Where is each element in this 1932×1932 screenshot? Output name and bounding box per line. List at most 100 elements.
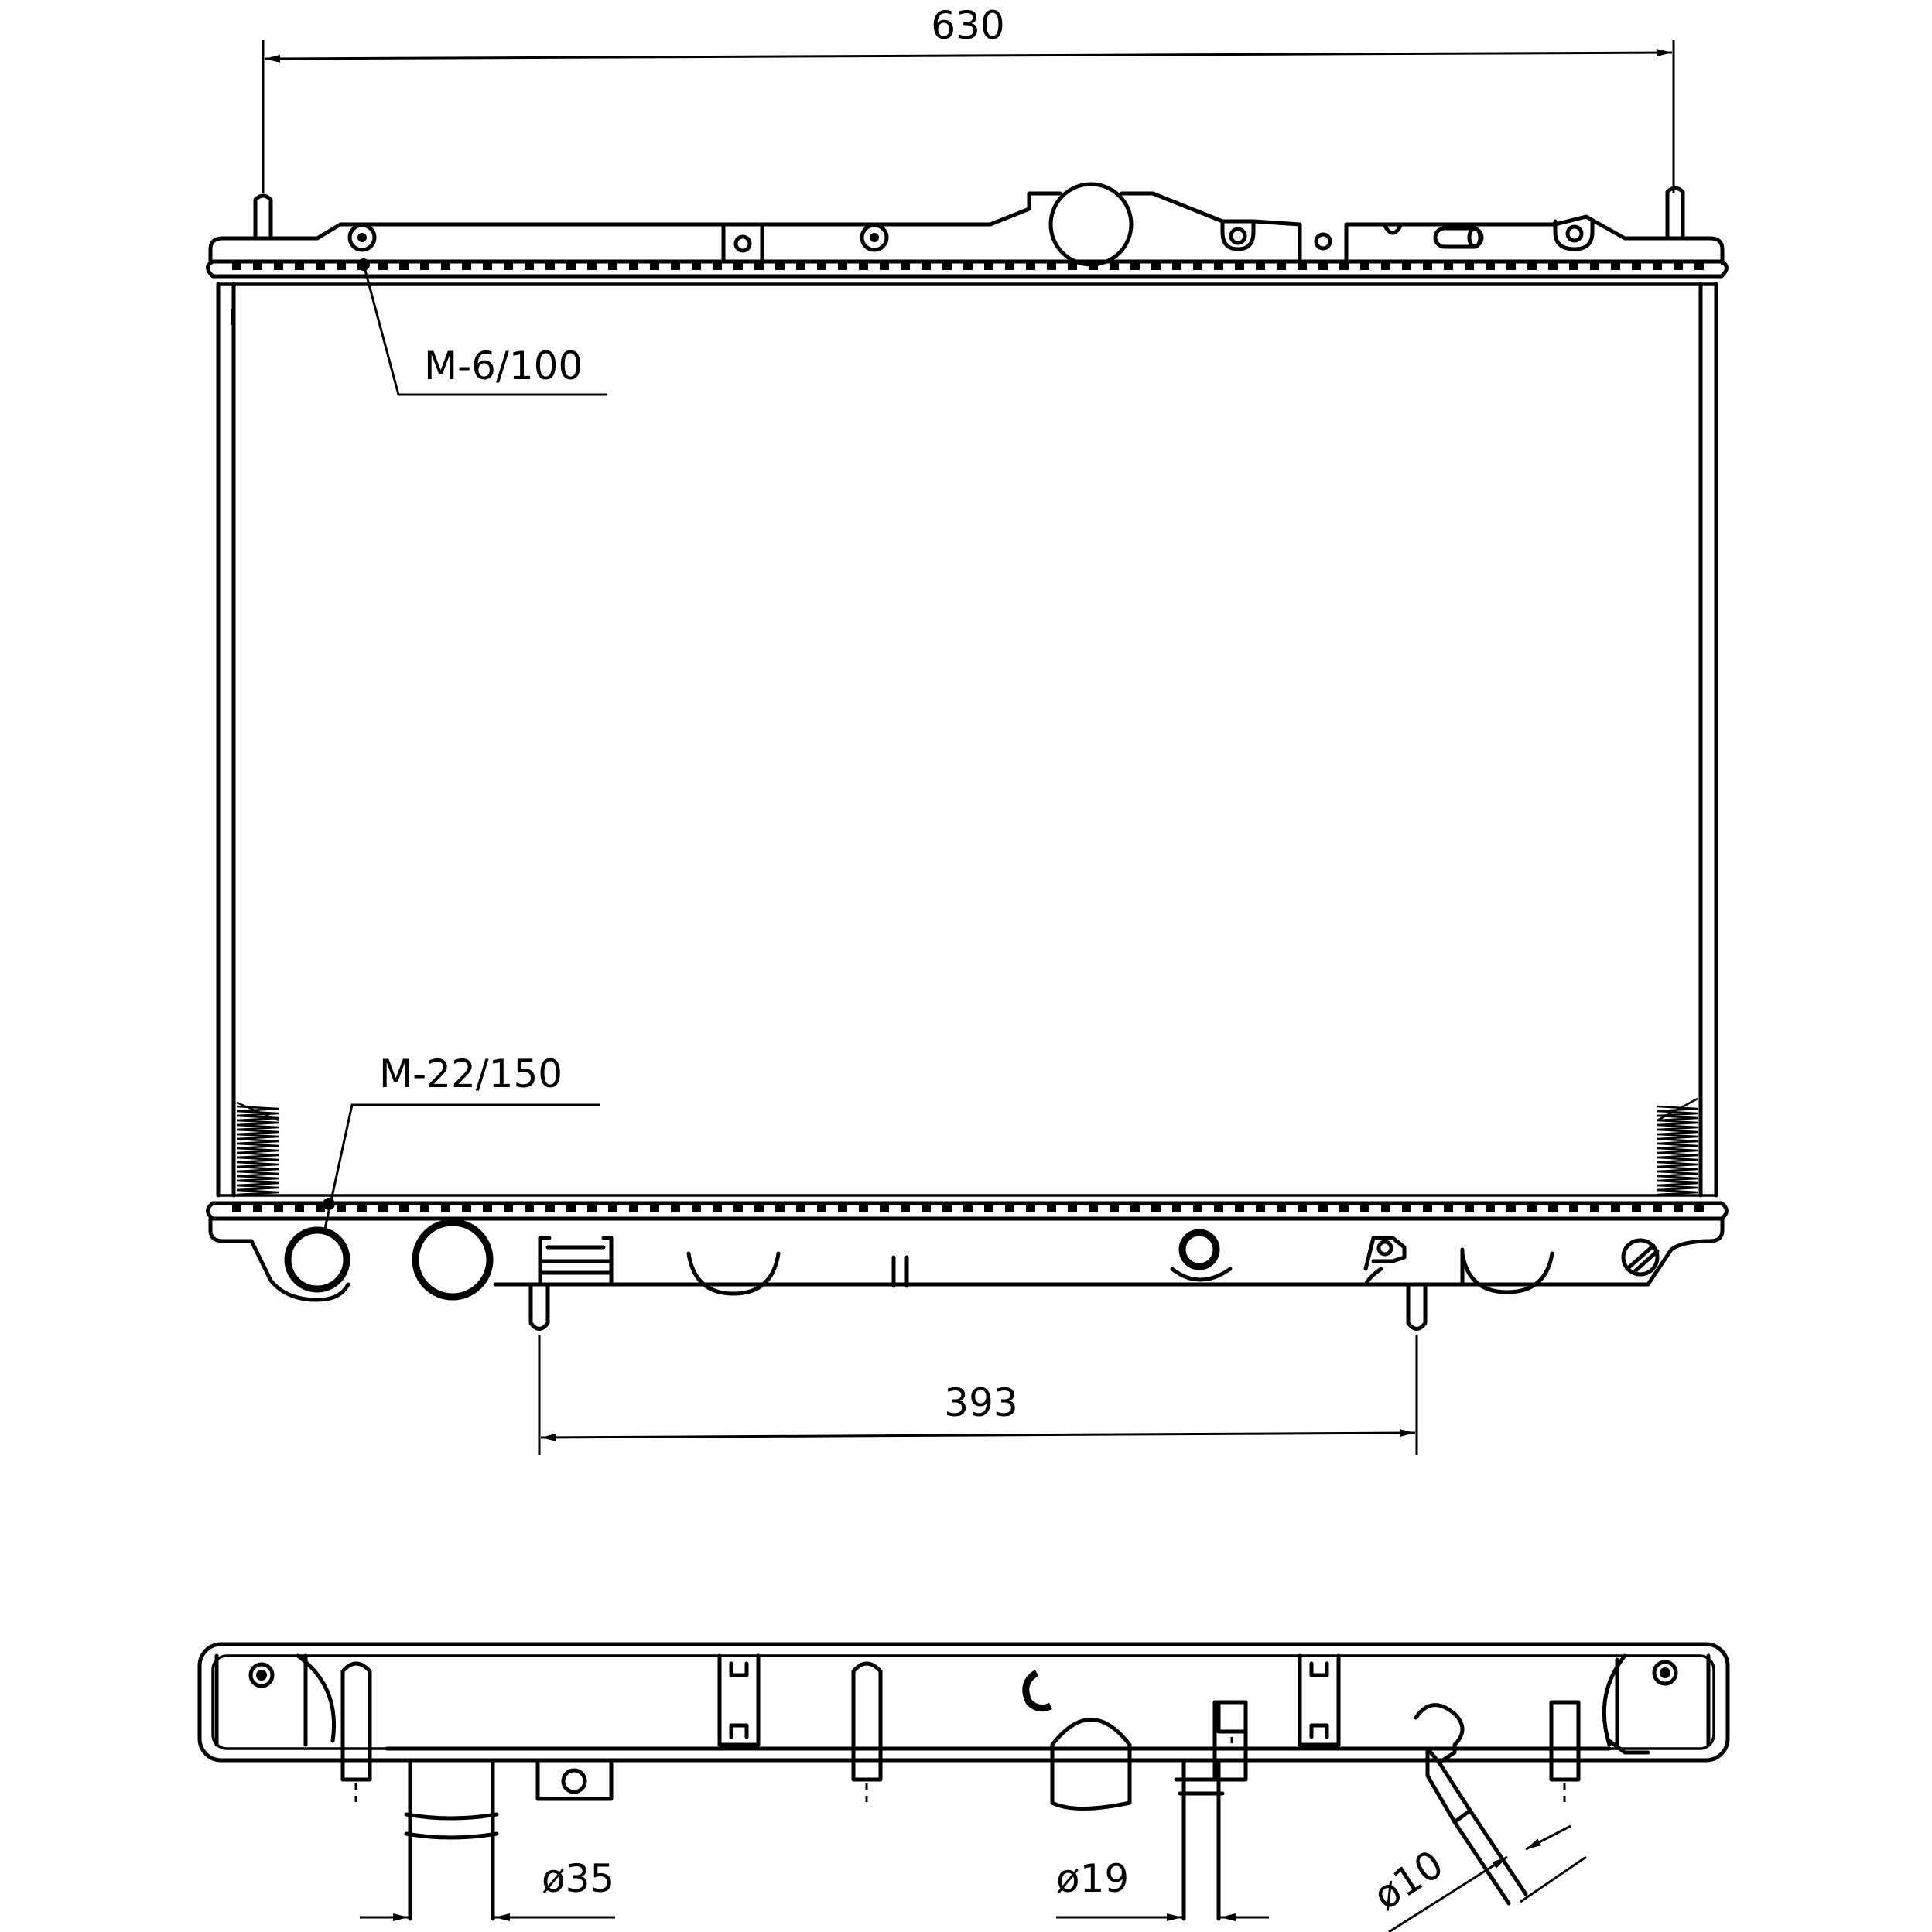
header-tooth [838, 1205, 847, 1212]
top-mounting-pins [253, 186, 1685, 238]
outlet-neck-circle [412, 1219, 494, 1301]
header-tooth [295, 263, 304, 270]
fin-hatch-line [236, 1128, 279, 1136]
header-tooth [1569, 1205, 1578, 1212]
header-tooth [733, 263, 743, 270]
top-thread-callout: M-6/100 [357, 258, 607, 396]
top-bolt-hole [347, 223, 377, 252]
header-tooth [1444, 263, 1453, 270]
header-tooth [754, 1205, 764, 1212]
fin-hatch-line [1657, 1142, 1698, 1150]
small-port-pipe [1414, 1703, 1587, 1906]
fin-hatch-line [236, 1105, 279, 1113]
header-tooth [295, 1205, 304, 1212]
header-tooth [1611, 1205, 1620, 1212]
fin-hatch-line [1657, 1137, 1698, 1145]
header-tooth [1193, 263, 1202, 270]
fin-hatch-line [1657, 1165, 1698, 1173]
header-tooth [1548, 1205, 1558, 1212]
header-tooth [880, 263, 889, 270]
header-tooth [838, 263, 847, 270]
header-tooth [420, 1205, 429, 1212]
header-tooth [253, 1205, 262, 1212]
core-side-channels [216, 282, 1718, 1198]
header-tooth [1569, 263, 1578, 270]
outlet-diameter-label: ø19 [1056, 1856, 1129, 1901]
fin-hatch-line [236, 1151, 279, 1159]
header-tooth [566, 1205, 576, 1212]
header-tooth [922, 1205, 931, 1212]
header-tooth [274, 1205, 283, 1212]
fin-hatch-line [1657, 1114, 1698, 1122]
header-tooth [1151, 263, 1161, 270]
header-tooth [922, 263, 931, 270]
header-tooth [1486, 263, 1495, 270]
fin-hatch-line [236, 1133, 279, 1140]
overall-width-dimension: 630 [262, 3, 1675, 193]
fin-hatch-line [1657, 1156, 1698, 1164]
header-tooth [441, 263, 450, 270]
header-tooth [713, 1205, 722, 1212]
header-tooth [608, 1205, 617, 1212]
header-tooth [1360, 263, 1369, 270]
mount-spacing-label: 393 [944, 1380, 1017, 1425]
header-tooth [1653, 1205, 1662, 1212]
header-tooth [504, 263, 513, 270]
header-tooth [1674, 263, 1683, 270]
header-tooth [483, 1205, 492, 1212]
header-tooth [817, 1205, 826, 1212]
header-tooth [232, 263, 241, 270]
header-tooth [1423, 1205, 1432, 1212]
header-tooth [1068, 263, 1077, 270]
header-tooth [1110, 263, 1119, 270]
header-tooth [1298, 1205, 1307, 1212]
header-tooth [1360, 1205, 1369, 1212]
fin-hatch-line [236, 1179, 279, 1187]
header-tooth [525, 263, 534, 270]
header-tooth [942, 1205, 952, 1212]
header-tooth [1402, 263, 1411, 270]
header-tooth [1339, 263, 1349, 270]
header-tooth [1277, 1205, 1286, 1212]
header-tooth [399, 263, 409, 270]
header-tooth [692, 263, 701, 270]
drain-thread-label: M-22/150 [379, 1051, 563, 1096]
drain-thread-callout: M-22/150 [323, 1051, 600, 1229]
fin-hatch-line [236, 1184, 279, 1192]
header-tooth [1506, 263, 1516, 270]
header-tooth [984, 263, 993, 270]
header-tooth [316, 263, 325, 270]
outlet-pipe [1174, 1700, 1248, 1921]
header-tooth [775, 1205, 785, 1212]
header-tooth [754, 263, 764, 270]
inlet-pipe [404, 1758, 499, 1921]
outlet-diameter-dimension: ø19 [1056, 1856, 1269, 1921]
bottom-header [206, 1194, 1729, 1221]
header-tooth [253, 263, 262, 270]
header-tooth [671, 263, 680, 270]
header-tooth [483, 263, 492, 270]
header-tooth [817, 263, 826, 270]
header-tooth [462, 1205, 471, 1212]
header-tooth [901, 263, 910, 270]
fin-hatch-line [1657, 1105, 1698, 1113]
header-tooth [859, 1205, 868, 1212]
header-tooth [274, 263, 283, 270]
header-tooth [1318, 1205, 1328, 1212]
header-tooth [963, 263, 973, 270]
fin-hatch-line [236, 1170, 279, 1178]
header-tooth [1590, 1205, 1599, 1212]
header-tooth [1005, 1205, 1014, 1212]
header-tooth [378, 1205, 388, 1212]
header-tooth [984, 1205, 993, 1212]
header-tooth [1256, 1205, 1265, 1212]
header-tooth [1381, 1205, 1390, 1212]
header-tooth [587, 263, 597, 270]
fin-hatch-line [1657, 1110, 1698, 1117]
fin-hatch-line [236, 1114, 279, 1122]
header-tooth [1130, 263, 1140, 270]
fin-hatch-line [1657, 1128, 1698, 1136]
header-tooth [1674, 1205, 1683, 1212]
top-thread-label: M-6/100 [424, 344, 583, 388]
header-tooth [357, 1205, 367, 1212]
